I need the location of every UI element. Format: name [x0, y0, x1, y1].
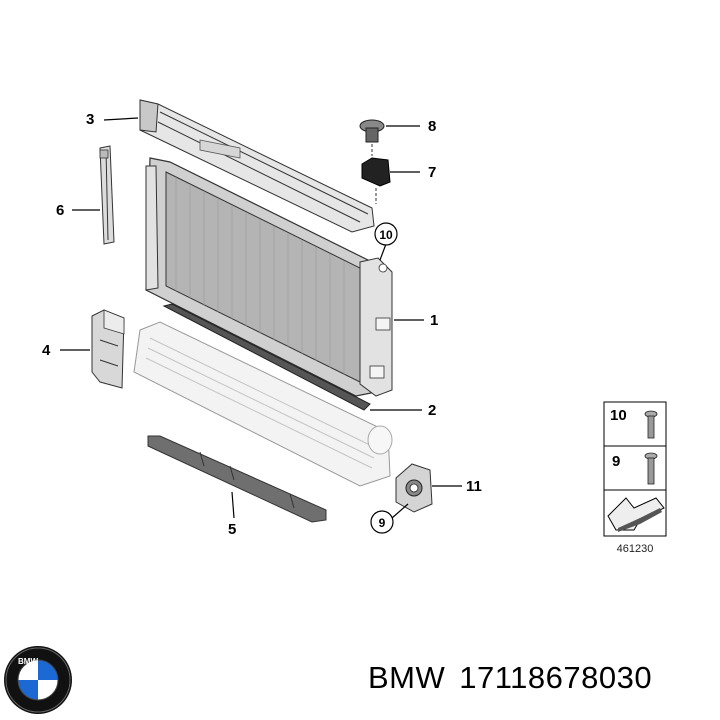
callout-10: 10 [379, 228, 393, 242]
logo-letters: BMW [18, 657, 38, 666]
bmw-logo: BMW [4, 646, 72, 714]
part-lower-bracket [147, 435, 327, 523]
callout-8: 8 [428, 118, 436, 135]
radiator-fins [175, 177, 345, 375]
part-number: 17118678030 [459, 660, 653, 695]
legend-number-9: 9 [612, 453, 620, 470]
callout-7: 7 [428, 164, 436, 181]
leader-lines [60, 117, 462, 519]
drawing-code: 461230 [617, 543, 654, 555]
callout-2: 2 [428, 402, 436, 419]
brand-name: BMW [368, 660, 446, 695]
part-seal-strip [162, 303, 371, 411]
part-caption: BMW 17118678030 [368, 660, 666, 696]
callout-1: 1 [430, 312, 438, 329]
part-side-bracket [99, 145, 115, 245]
part-rubber-mount [361, 157, 391, 204]
callout-10-circle [374, 222, 398, 246]
fastener-legend: 10 9 [603, 401, 667, 537]
callout-4: 4 [42, 342, 51, 359]
part-radiator [145, 157, 393, 397]
part-charge-air-cooler [133, 321, 393, 487]
part-side-air-guide [91, 309, 125, 389]
part-clip [359, 119, 385, 156]
callout-11: 11 [466, 478, 482, 495]
callout-5: 5 [228, 521, 236, 538]
callout-9-circle [370, 510, 394, 534]
legend-number-10: 10 [610, 407, 627, 424]
part-upper-cover [139, 99, 375, 233]
callout-6: 6 [56, 202, 64, 219]
callout-3: 3 [86, 111, 94, 128]
part-mount-bracket [395, 463, 433, 513]
callout-9: 9 [379, 516, 386, 530]
